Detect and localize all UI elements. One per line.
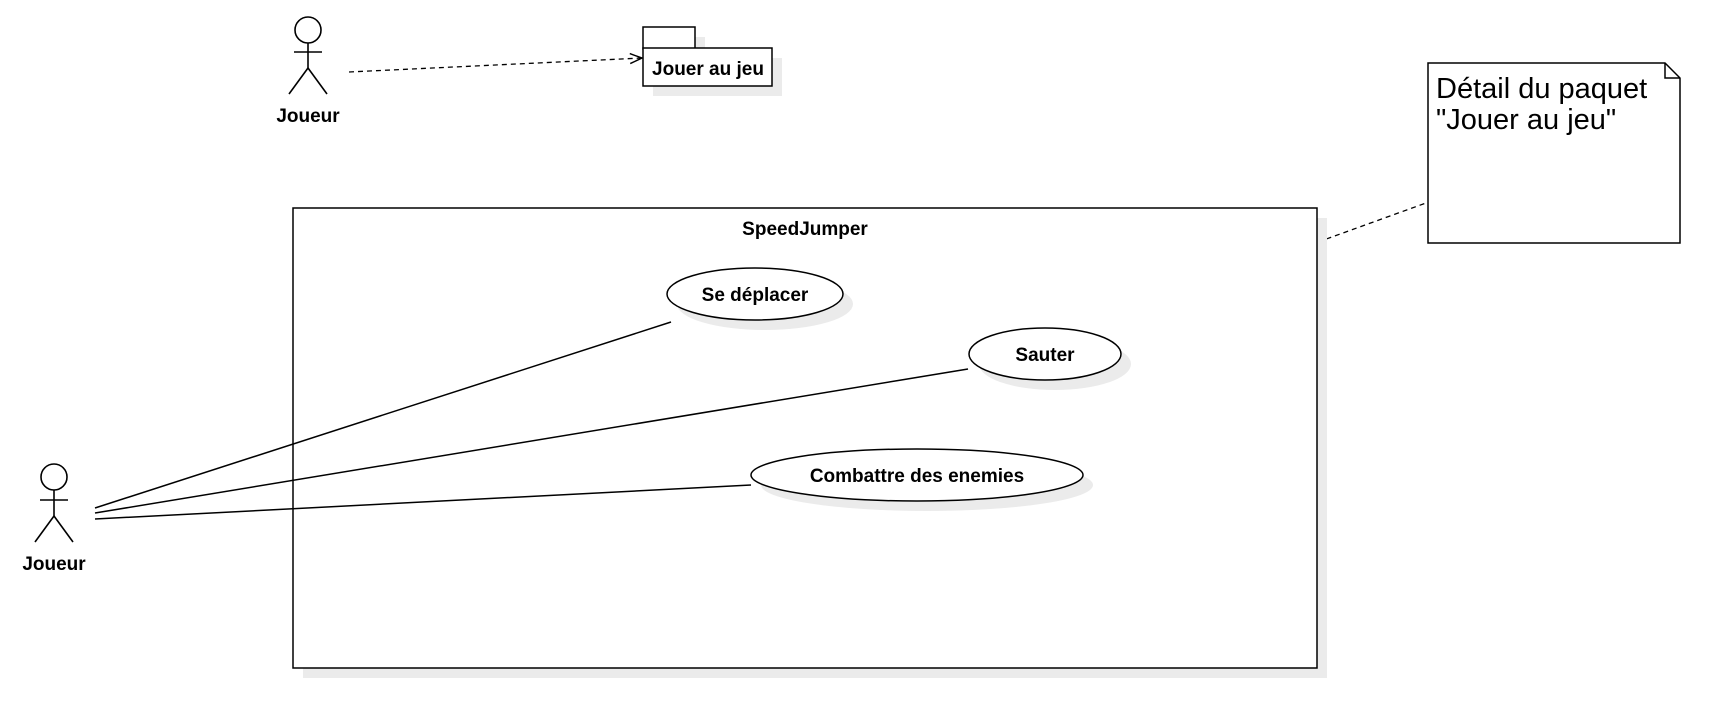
package-label: Jouer au jeu [652,59,764,80]
system-title: SpeedJumper [742,219,868,240]
system-boundary[interactable]: SpeedJumper [292,207,1327,678]
association-line-se-deplacer [94,321,672,509]
dependency-arrow [348,58,642,73]
use-case-combattre-des-enemies[interactable]: Combattre des enemies [750,448,1093,511]
use-case-ellipse [750,448,1084,502]
note-anchor-line [1317,202,1427,243]
top-actor-label: Joueur [276,106,340,127]
actor-stick-figure-icon [288,16,328,95]
package-tab [642,26,696,50]
note[interactable]: Détail du paquet "Jouer au jeu" [1427,62,1681,244]
main-actor[interactable]: Joueur [22,463,86,575]
use-case-ellipse [968,327,1122,381]
use-case-ellipse [666,267,844,321]
note-line-1: Détail du paquet [1436,73,1647,105]
package-jouer-au-jeu[interactable]: Jouer au jeu [642,26,782,96]
association-line-sauter [94,368,969,514]
use-case-label: Combattre des enemies [810,466,1024,487]
use-case-se-deplacer[interactable]: Se déplacer [666,267,853,330]
package-body [642,47,773,87]
note-folded-corner-icon [1664,63,1680,79]
note-body [1427,62,1681,244]
use-case-sauter[interactable]: Sauter [968,327,1131,390]
main-actor-label: Joueur [22,554,86,575]
note-line-2: "Jouer au jeu" [1436,104,1616,136]
top-actor[interactable]: Joueur [276,16,340,127]
use-case-label: Se déplacer [702,285,809,306]
actor-stick-figure-icon [34,463,74,543]
association-line-combattre [94,484,752,520]
use-case-label: Sauter [1015,345,1075,366]
